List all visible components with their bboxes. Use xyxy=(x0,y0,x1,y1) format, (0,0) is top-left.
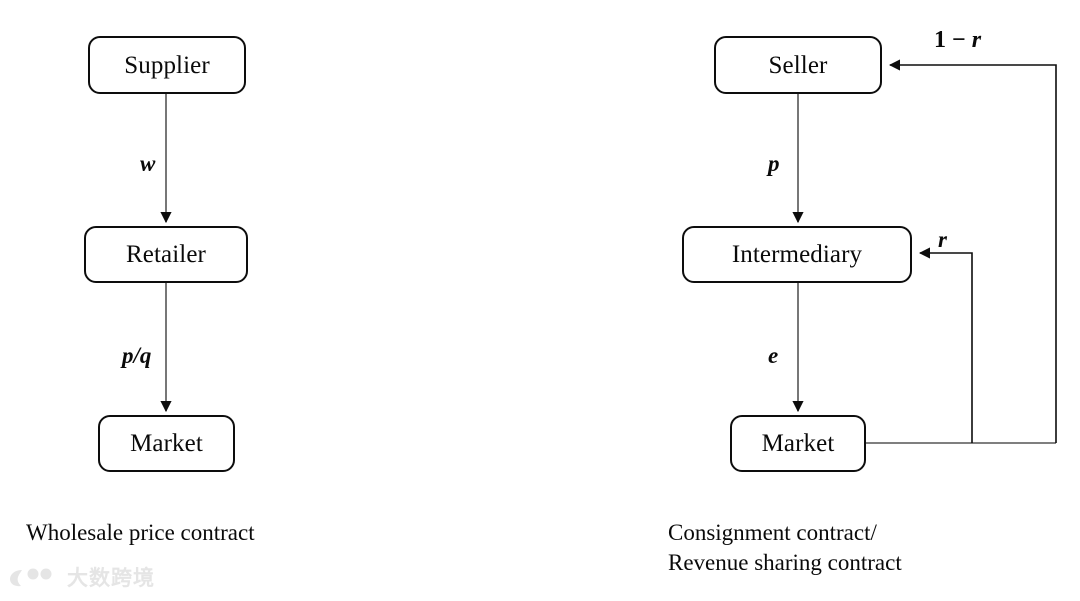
edge-label-one-minus-r: 1 − r xyxy=(934,28,981,52)
one-minus-r-prefix: 1 − xyxy=(934,27,972,53)
caption-wholesale-price-contract: Wholesale price contract xyxy=(26,520,255,545)
node-market-right[interactable]: Market xyxy=(730,415,866,472)
node-seller[interactable]: Seller xyxy=(714,36,882,94)
node-supplier[interactable]: Supplier xyxy=(88,36,246,94)
edge-market-to-intermediary-feedback xyxy=(918,247,973,443)
one-minus-r-symbol: r xyxy=(971,27,982,53)
node-retailer[interactable]: Retailer xyxy=(84,226,248,283)
edge-label-p: p xyxy=(768,151,780,176)
edge-label-p-over-q: p/q xyxy=(122,343,152,368)
node-intermediary[interactable]: Intermediary xyxy=(682,226,912,283)
node-market-left[interactable]: Market xyxy=(98,415,235,472)
caption-consignment-revenue-sharing-contract: Consignment contract/ Revenue sharing co… xyxy=(668,520,902,575)
edge-label-e: e xyxy=(768,343,779,368)
edge-market-to-seller-feedback xyxy=(888,59,1057,443)
edge-label-r: r xyxy=(938,227,947,252)
edge-label-w: w xyxy=(140,151,156,176)
